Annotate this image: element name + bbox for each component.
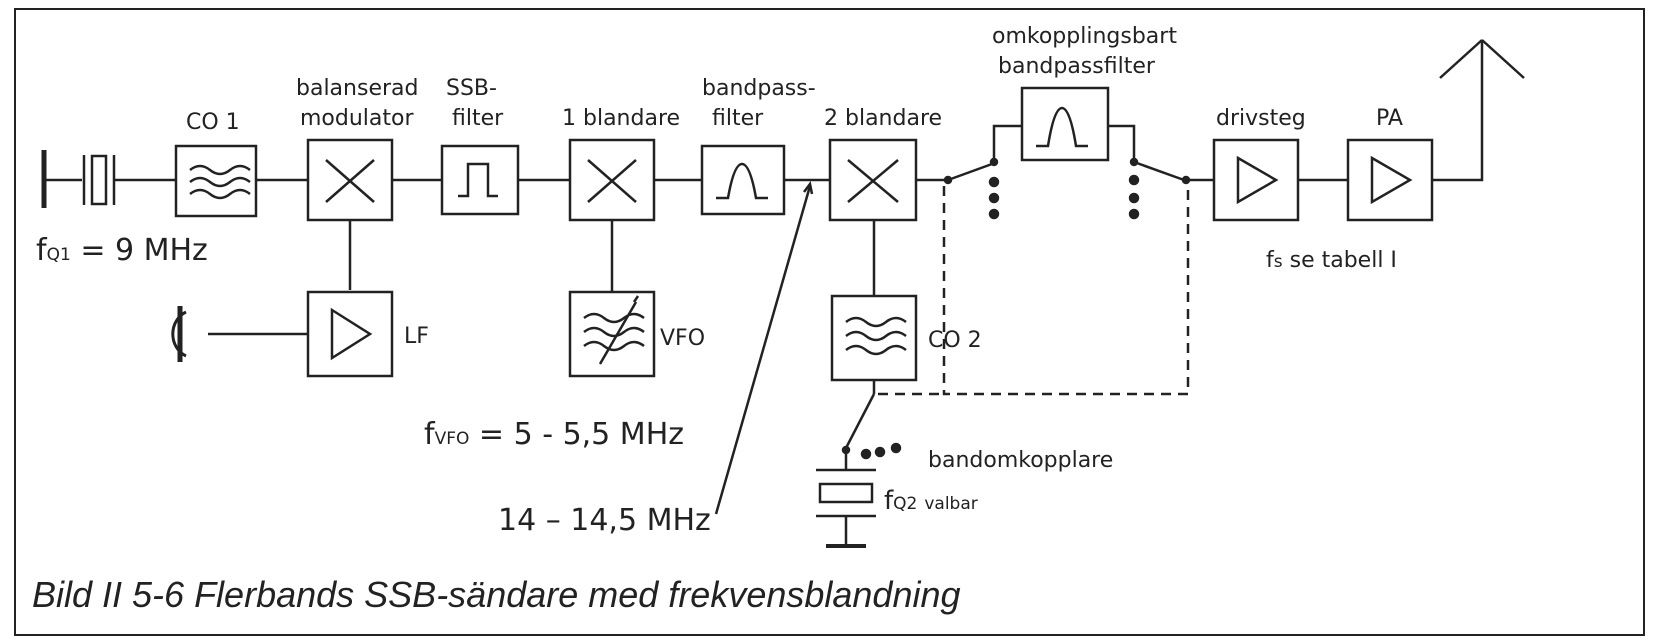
driver-block — [1212, 138, 1300, 222]
ssb-filter-label-2: filter — [452, 106, 504, 131]
fs-symbol: f — [1266, 248, 1274, 273]
pa-label: PA — [1376, 106, 1403, 131]
fq1-subscript: Q1 — [46, 245, 71, 265]
fs-value: se tabell I — [1289, 248, 1397, 273]
mid-frequency-label: 14 – 14,5 MHz — [498, 503, 711, 538]
fq2-annotation: fQ2 valbar — [884, 488, 978, 514]
gang-dashed-line — [878, 186, 1190, 396]
lf-label: LF — [404, 324, 429, 349]
crystal-q2-icon — [816, 468, 876, 548]
lf-amplifier-block — [306, 290, 394, 378]
frequency-pointer — [714, 181, 814, 515]
fvfo-subscript: VFO — [434, 429, 470, 449]
balanced-modulator-block — [306, 138, 394, 222]
ssb-filter-label-1: SSB- — [446, 76, 497, 101]
fvfo-annotation: fVFO = 5 - 5,5 MHz — [424, 420, 684, 450]
fs-subscript: s — [1273, 252, 1283, 272]
co2-label: CO 2 — [928, 328, 982, 353]
fq2-symbol: f — [884, 486, 894, 516]
fq2-value: valbar — [924, 494, 978, 514]
switchable-bandpass-block — [1020, 86, 1110, 162]
fvfo-value: = 5 - 5,5 MHz — [478, 417, 684, 452]
band-switch-input — [943, 124, 1022, 220]
bandpass-filter-block — [700, 144, 786, 216]
band-switch-label: bandomkopplare — [928, 448, 1114, 473]
co1-label: CO 1 — [186, 110, 240, 135]
fq1-annotation: fQ1 = 9 MHz — [36, 236, 208, 266]
fq2-subscript: Q2 — [893, 494, 918, 514]
diagram-frame — [14, 8, 1645, 636]
ssb-filter-block — [440, 144, 520, 216]
balanced-modulator-label-2: modulator — [300, 106, 414, 131]
microphone-icon — [171, 306, 308, 362]
mixer2-block — [828, 138, 918, 222]
co1-block — [174, 144, 258, 218]
crystal-q1-icon — [41, 150, 176, 208]
co2-block — [830, 294, 918, 382]
fq1-symbol: f — [36, 233, 47, 268]
crystal-q2-switch — [841, 393, 902, 470]
vfo-label: VFO — [660, 326, 706, 351]
pa-block — [1346, 138, 1434, 222]
switchable-bandpass-label-1: omkopplingsbart — [992, 24, 1177, 49]
antenna-icon — [1439, 39, 1525, 79]
switchable-bandpass-label-2: bandpassfilter — [998, 54, 1155, 79]
fq1-value: = 9 MHz — [80, 233, 208, 268]
figure-caption: Bild II 5-6 Flerbands SSB-sändare med fr… — [32, 574, 961, 615]
mixer1-block — [568, 138, 656, 222]
bandpass-filter-label-2: filter — [712, 106, 764, 131]
mixer1-label: 1 blandare — [562, 106, 681, 131]
mixer2-label: 2 blandare — [824, 106, 943, 131]
fvfo-symbol: f — [424, 417, 435, 452]
vfo-block — [568, 290, 656, 378]
balanced-modulator-label-1: balanserad — [296, 76, 419, 101]
band-switch-output — [1108, 124, 1191, 220]
driver-label: drivsteg — [1216, 106, 1306, 131]
fs-annotation: fs se tabell I — [1266, 250, 1397, 272]
bandpass-filter-label-1: bandpass- — [702, 76, 816, 101]
